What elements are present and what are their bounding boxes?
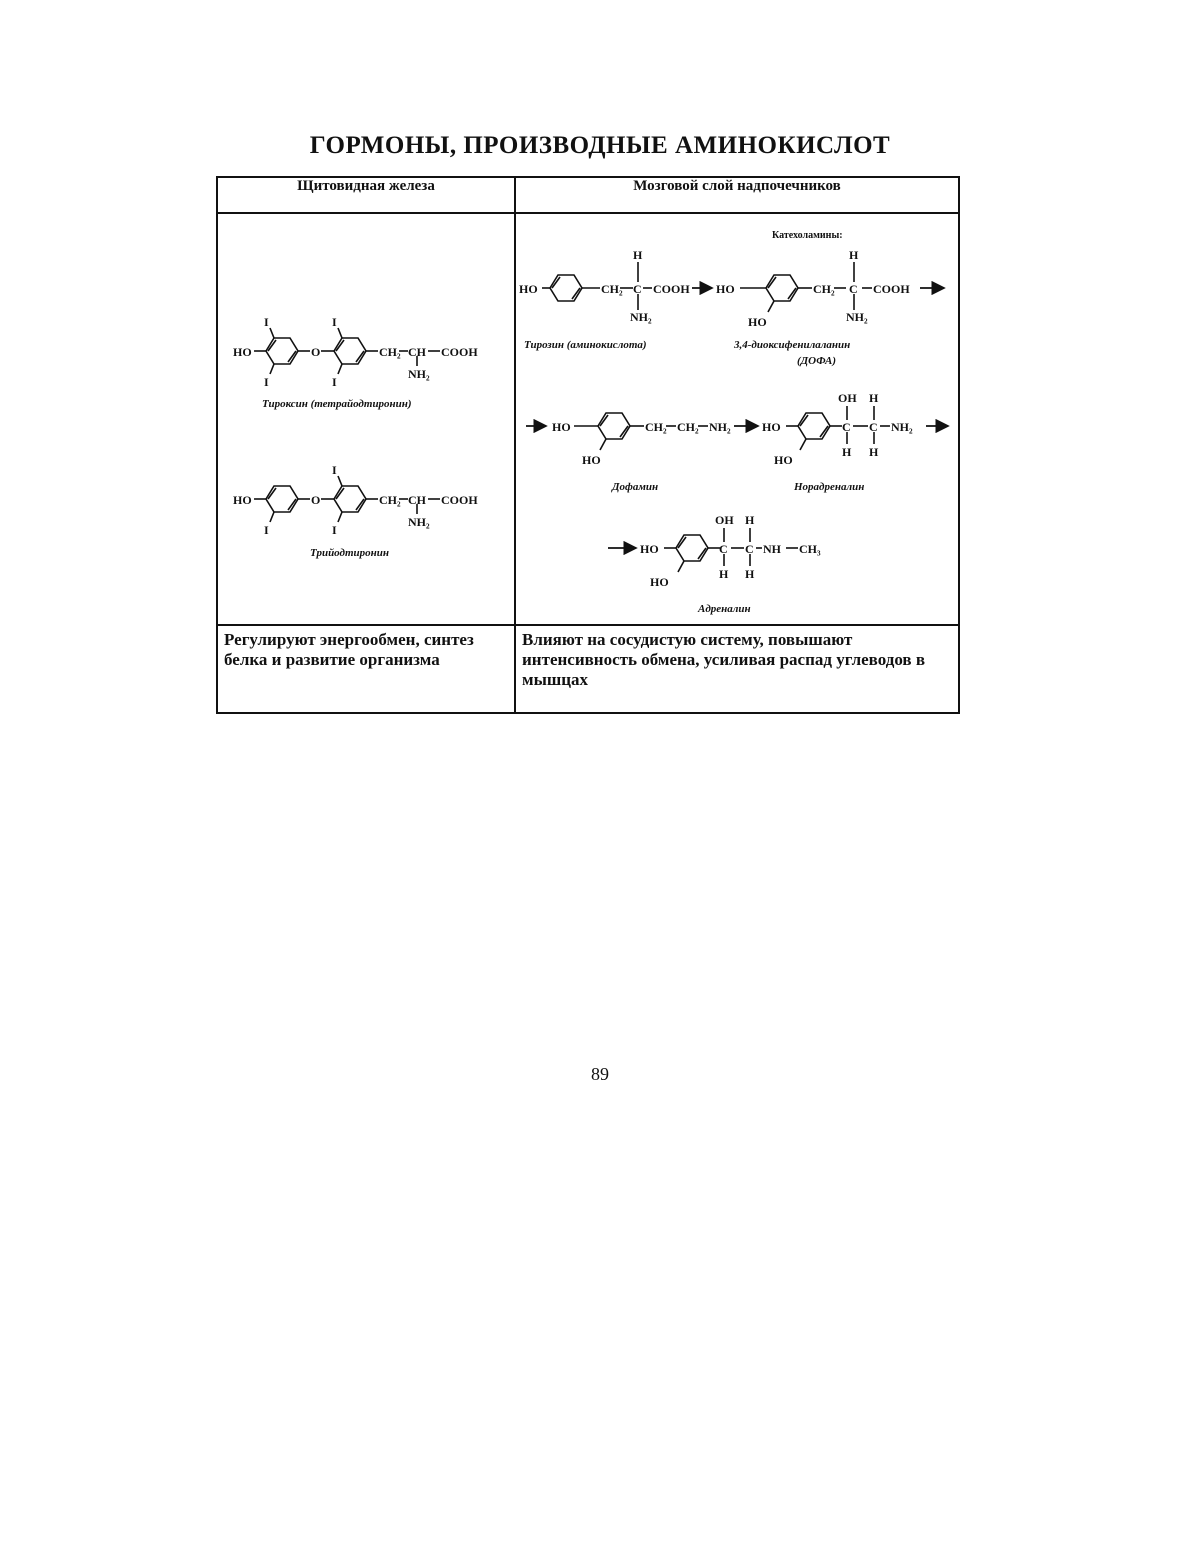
dopamine-structure [574, 412, 708, 451]
noradrenaline-c-2: C [869, 420, 878, 434]
dopa-caption-line2: (ДОФА) [797, 355, 836, 367]
triiodothyronine-caption: Трийодтиронин [310, 547, 389, 559]
noradrenaline-caption: Норадреналин [793, 481, 864, 493]
triiodothyronine-ch: CH [408, 493, 427, 507]
thyroxine-ether-o: O [311, 345, 320, 359]
catecholamine-structures: Катехоламины: HO CH₂ C H COOH NH₂ Тирози… [519, 230, 950, 615]
benzene-ring-4 [333, 485, 367, 513]
tyrosine-structure [542, 262, 652, 310]
hormones-table: Щитовидная железа Мозговой слой надпочеч… [216, 176, 960, 714]
noradrenaline-c-1: C [842, 420, 851, 434]
thyroid-structures-cell: HO O I I I I CH₂ CH COOH NH₂ Тироксин (т… [216, 212, 516, 626]
triiodothyronine-ho: HO [233, 493, 252, 507]
header-adrenal-medulla: Мозговой слой надпочечников [514, 176, 960, 214]
thyroxine-nh2: NH₂ [408, 367, 430, 381]
tyrosine-ch2: CH₂ [601, 282, 623, 296]
dopa-caption-line1: 3,4-диоксифенилаланин [733, 339, 850, 351]
adrenal-structures-cell: Катехоламины: HO CH₂ C H COOH NH₂ Тирози… [514, 212, 960, 626]
triiodothyronine-iodine-1: I [264, 523, 269, 537]
dopamine-ho-1: HO [552, 420, 571, 434]
dopamine-nh2: NH₂ [709, 420, 731, 434]
thyroxine-iodine-2: I [264, 375, 269, 389]
adrenaline-c-1: C [719, 542, 728, 556]
dopamine-ho-2: HO [582, 453, 601, 467]
thyroxine-iodine-4: I [332, 375, 337, 389]
adrenaline-ho-2: HO [650, 575, 669, 589]
adrenaline-structure [664, 528, 798, 573]
table-header-row: Щитовидная железа Мозговой слой надпочеч… [216, 176, 960, 214]
tyrosine-ring [549, 274, 583, 302]
tyrosine-c: C [633, 282, 642, 296]
dopa-h: H [849, 248, 859, 262]
noradrenaline-ho-1: HO [762, 420, 781, 434]
tyrosine-h: H [633, 248, 643, 262]
thyroxine-cooh: COOH [441, 345, 478, 359]
adrenaline-caption: Адреналин [697, 603, 751, 615]
dopa-cooh: COOH [873, 282, 910, 296]
noradrenaline-oh: OH [838, 391, 857, 405]
triiodothyronine-iodine-3: I [332, 523, 337, 537]
thyroxine-ho: HO [233, 345, 252, 359]
dopamine-caption: Дофамин [611, 481, 658, 493]
adrenal-function-text: Влияют на сосудистую систему, повышают и… [514, 624, 960, 714]
benzene-ring-2 [333, 337, 367, 365]
thyroid-function-text: Регулируют энергообмен, синтез белка и р… [216, 624, 516, 714]
tyrosine-cooh: COOH [653, 282, 690, 296]
dopa-ho-2: HO [748, 315, 767, 329]
dopa-ho-1: HO [716, 282, 735, 296]
triiodothyronine-cooh: COOH [441, 493, 478, 507]
thyroxine-iodine-1: I [264, 315, 269, 329]
dopa-structure [740, 262, 872, 313]
adrenaline-h-top: H [745, 513, 755, 527]
dopa-nh2: NH₂ [846, 310, 868, 324]
tyrosine-caption: Тирозин (аминокислота) [524, 339, 647, 351]
triiodothyronine-iodine-2: I [332, 463, 337, 477]
adrenaline-ring [675, 534, 709, 562]
dopamine-ch2-1: CH₂ [645, 420, 667, 434]
noradrenaline-nh2: NH₂ [891, 420, 913, 434]
thyroxine-iodine-3: I [332, 315, 337, 329]
tyrosine-ho: HO [519, 282, 538, 296]
noradrenaline-ho-2: HO [774, 453, 793, 467]
noradrenaline-structure [786, 406, 890, 451]
functions-row: Регулируют энергообмен, синтез белка и р… [216, 624, 960, 714]
adrenaline-h-1: H [719, 567, 729, 581]
dopa-ch2: CH₂ [813, 282, 835, 296]
noradrenaline-h-top: H [869, 391, 879, 405]
page-number: 89 [591, 1064, 609, 1084]
dopa-c: C [849, 282, 858, 296]
dopamine-ch2-2: CH₂ [677, 420, 699, 434]
benzene-ring-3 [265, 485, 299, 513]
dopa-ring [765, 274, 799, 302]
adrenaline-h-2: H [745, 567, 755, 581]
triiodothyronine-ether-o: O [311, 493, 320, 507]
thyroxine-ch: CH [408, 345, 427, 359]
page-title: ГОРМОНЫ, ПРОИЗВОДНЫЕ АМИНОКИСЛОТ [309, 132, 891, 159]
noradrenaline-h-2: H [869, 445, 879, 459]
adrenaline-c-2: C [745, 542, 754, 556]
noradrenaline-h-1: H [842, 445, 852, 459]
thyroxine-ch2: CH₂ [379, 345, 401, 359]
header-thyroid: Щитовидная железа [216, 176, 516, 214]
triiodothyronine-structure [254, 475, 440, 523]
adrenaline-ch3: CH₃ [799, 542, 821, 556]
noradrenaline-ring [797, 412, 831, 440]
adrenaline-oh: OH [715, 513, 734, 527]
tyrosine-nh2: NH₂ [630, 310, 652, 324]
triiodothyronine-ch2: CH₂ [379, 493, 401, 507]
benzene-ring-1 [265, 337, 299, 365]
thyroid-hormone-structures: HO O I I I I CH₂ CH COOH NH₂ Тироксин (т… [233, 315, 478, 559]
thyroxine-caption: Тироксин (тетрайодтиронин) [262, 398, 412, 410]
thyroxine-structure [254, 327, 440, 375]
adrenaline-ho-1: HO [640, 542, 659, 556]
dopamine-ring [597, 412, 631, 440]
triiodothyronine-nh2: NH₂ [408, 515, 430, 529]
structures-row: HO O I I I I CH₂ CH COOH NH₂ Тироксин (т… [216, 212, 960, 626]
catecholamines-label: Катехоламины: [772, 230, 843, 241]
adrenaline-nh: NH [763, 542, 782, 556]
